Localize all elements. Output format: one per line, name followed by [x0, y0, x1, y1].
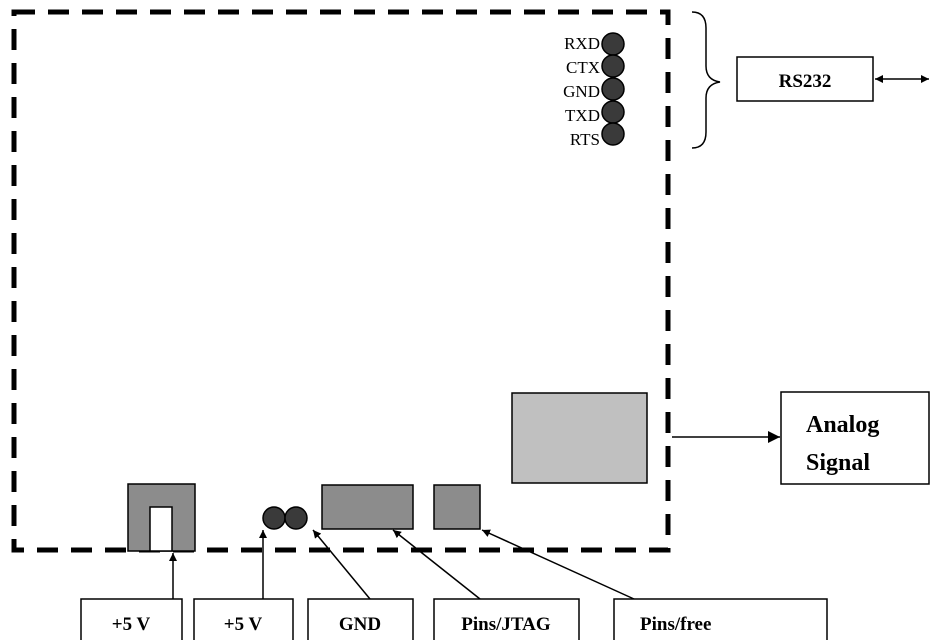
analog-connector — [511, 392, 648, 484]
label-free-pins: Pins/free — [640, 614, 711, 635]
power-pin-gnd — [284, 506, 308, 530]
jtag-connector — [321, 484, 414, 530]
pin-label-rts: RTS — [570, 130, 600, 149]
pin-rxd — [601, 32, 625, 56]
analog-signal-box — [780, 391, 930, 485]
arrow-free-pins — [481, 529, 635, 600]
label-power-pins: +5 V — [224, 614, 263, 635]
pin-txd — [601, 100, 625, 124]
pin-ctx — [601, 54, 625, 78]
pin-rts — [601, 122, 625, 146]
analog-label-line1: Analog — [806, 412, 879, 438]
pin-label-gnd: GND — [563, 82, 600, 101]
label-box-gnd — [307, 598, 414, 640]
serial-brace — [691, 11, 721, 149]
pin-label-txd: TXD — [565, 106, 600, 125]
rs232-box — [736, 56, 874, 102]
power-jack-slot — [149, 506, 173, 552]
label-power-jack: +5 V — [112, 614, 151, 635]
label-box-power-pins — [193, 598, 294, 640]
arrow-gnd — [312, 529, 371, 600]
serial-pin-header — [601, 32, 625, 146]
board-outline — [11, 9, 671, 553]
rs232-label: RS232 — [779, 71, 832, 92]
label-box-free-pins — [613, 598, 828, 640]
analog-label-line2: Signal — [806, 450, 870, 476]
pin-label-ctx: CTX — [566, 58, 600, 77]
free-pins-connector — [433, 484, 481, 530]
label-box-jtag — [433, 598, 580, 640]
label-jtag: Pins/JTAG — [461, 614, 551, 635]
power-pin-positive — [262, 506, 286, 530]
pin-gnd — [601, 77, 625, 101]
pin-label-rxd: RXD — [564, 34, 600, 53]
arrow-jtag — [392, 529, 481, 600]
label-gnd: GND — [339, 614, 381, 635]
label-box-power-jack — [80, 598, 183, 640]
